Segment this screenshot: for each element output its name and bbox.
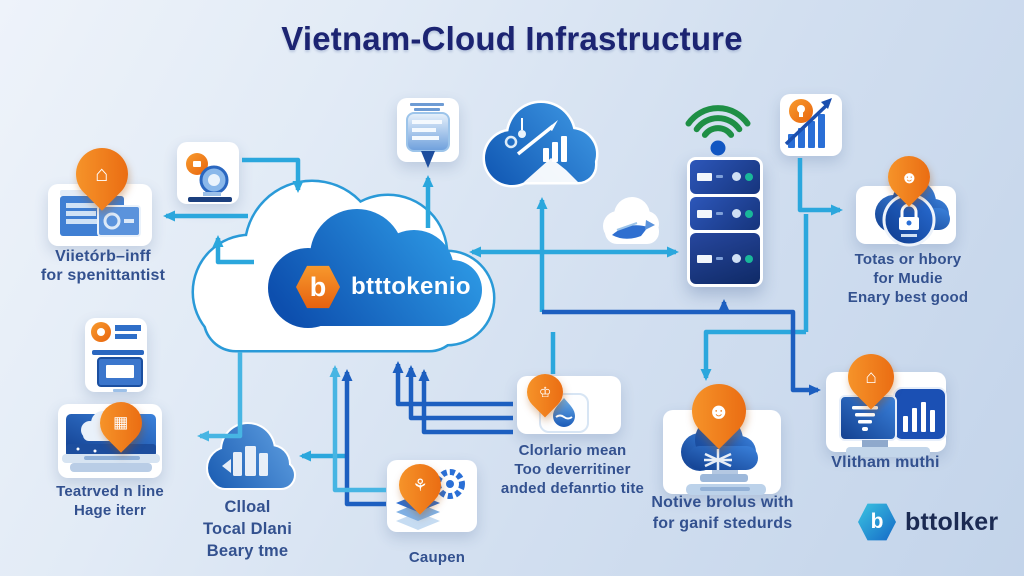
- document-card-label: Viietórb–inff for spenittantist: [8, 247, 198, 285]
- rack-globe-icon: [732, 172, 741, 182]
- center-brand-name: btttokenio: [351, 273, 471, 300]
- analytics-cloud-outline: [482, 100, 599, 188]
- label-line: Tocal Dlani: [203, 520, 292, 538]
- cloud-monitor-label: Notive brolus with for ganif stedurds: [645, 492, 800, 534]
- rack-slot: [697, 254, 712, 263]
- rack-globe-icon: [732, 254, 741, 264]
- label-line: Totas or hbory: [854, 251, 962, 268]
- printer-card-label: Teatrved n line Hage iterr: [35, 482, 185, 520]
- rack-unit: [690, 196, 760, 231]
- coin-pin-card: [177, 142, 239, 204]
- rack-dash: [716, 212, 723, 216]
- label-line: Beary tme: [206, 542, 289, 560]
- boat-icon: [612, 220, 655, 239]
- footer-hexagon-letter: b: [870, 510, 884, 533]
- boat-cloud-card: [603, 197, 659, 244]
- label-line: Enary best good: [847, 289, 969, 306]
- pin-glyph: ⌂: [95, 161, 109, 187]
- history-card-label: Totas or hbory for Mudie Enary best good: [828, 250, 988, 307]
- analytics-cloud: [485, 103, 596, 185]
- rack-status-led: [745, 254, 753, 263]
- server-rack: [687, 157, 763, 287]
- label-line: Teatrved n line: [56, 483, 164, 500]
- label-line: anded defanrtio tite: [500, 480, 645, 497]
- footer-hexagon-icon: b: [858, 503, 896, 541]
- pin-glyph: ☻: [900, 167, 918, 187]
- rack-dash: [716, 257, 723, 261]
- label-line: for Mudie: [873, 270, 943, 287]
- brand-hexagon-icon: b: [296, 265, 340, 309]
- brand-hexagon-letter: b: [309, 271, 327, 302]
- data-cloud: [208, 424, 294, 488]
- label-line: Clloal: [224, 498, 271, 516]
- storage-card: [397, 98, 459, 162]
- monitor-card: [85, 318, 147, 392]
- footer-brand: b bttolker: [858, 502, 998, 542]
- pin-glyph: ⌂: [865, 366, 877, 388]
- rack-slot: [697, 209, 712, 218]
- center-brand: b btttokenio: [296, 264, 471, 310]
- label-line: for ganif stedurds: [652, 515, 793, 532]
- data-cloud-outline: [206, 422, 296, 490]
- growth-chart-card: [780, 94, 842, 156]
- label-line: Vlitham muthi: [831, 454, 940, 471]
- dashboard-label: Vlitham muthi: [818, 453, 953, 472]
- pin-glyph: ⚘: [412, 475, 428, 495]
- droplet-card-label: Clorlario mean Too deverritiner anded de…: [490, 441, 655, 498]
- label-line: Viietórb–inff: [55, 248, 151, 265]
- label-line: Clorlario mean: [518, 442, 627, 459]
- wifi-icon: [685, 105, 751, 156]
- gear-card-label: Caupen: [392, 548, 482, 567]
- page-title: Vietnam-Cloud Infrastructure: [281, 20, 743, 57]
- rack-slot: [697, 172, 712, 181]
- rack-dash: [716, 175, 723, 179]
- pin-glyph: ▦: [113, 414, 129, 431]
- label-line: for spenittantist: [40, 267, 166, 284]
- rack-globe-icon: [732, 209, 741, 219]
- data-cloud-label: Clloal Tocal Dlani Beary tme: [175, 496, 320, 562]
- rack-status-led: [745, 209, 753, 218]
- label-line: Too deverritiner: [514, 461, 631, 478]
- analytics-chart-icon: [504, 118, 578, 182]
- rack-unit: [690, 160, 760, 194]
- data-cloud-servers-icon: [222, 446, 268, 476]
- label-line: Hage iterr: [73, 502, 147, 519]
- rack-unit: [690, 233, 760, 285]
- footer-brand-name: bttolker: [905, 507, 999, 536]
- label-line: Notive brolus with: [651, 494, 794, 511]
- rack-status-led: [745, 172, 753, 181]
- pin-glyph: ♔: [538, 384, 552, 400]
- pin-glyph: ☻: [707, 398, 731, 423]
- label-line: Caupen: [408, 549, 466, 566]
